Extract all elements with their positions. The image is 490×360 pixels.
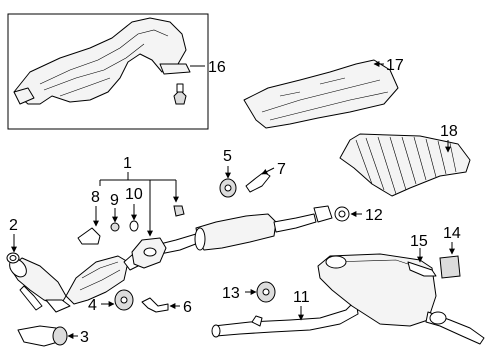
bracket-8-part [77, 227, 101, 245]
bracket-3-part [17, 325, 68, 347]
clip-fastener-part [173, 83, 187, 105]
tailpipe-muffler-part [211, 253, 485, 345]
front-heat-shield-part [13, 17, 191, 105]
callout-18: 18 [440, 123, 458, 140]
hanger-14-part [439, 255, 461, 279]
callout-11: 11 [293, 289, 310, 306]
gasket-2-part [6, 252, 20, 264]
callout-14: 14 [443, 225, 461, 242]
nut-9-part [110, 222, 120, 232]
center-heat-shield-part [243, 59, 399, 129]
callout-9: 9 [110, 192, 119, 209]
callout-2: 2 [9, 217, 18, 234]
gasket-12-part [334, 206, 350, 222]
callout-3: 3 [80, 329, 89, 346]
callout-15: 15 [410, 233, 428, 250]
callout-4: 4 [88, 297, 97, 314]
heat-shield-inset-box [7, 13, 209, 130]
hanger-13-part [256, 281, 276, 303]
hanger-4-part [114, 289, 134, 311]
hanger-5-part [219, 178, 237, 198]
leader-lines [11, 61, 455, 339]
callout-1: 1 [123, 155, 132, 172]
callout-13: 13 [222, 285, 240, 302]
callout-10: 10 [125, 186, 143, 203]
bracket-6-part [141, 297, 169, 313]
bolt-1-part [173, 205, 185, 217]
gasket-10-part [129, 220, 139, 232]
callout-7: 7 [277, 161, 286, 178]
hook-7-part [245, 171, 271, 193]
front-pipe-catalyst-part [9, 255, 129, 313]
callout-16: 16 [208, 59, 226, 76]
callout-6: 6 [183, 299, 192, 316]
rear-heat-shield-part [339, 133, 471, 197]
bracket-15-part [407, 261, 437, 277]
callout-5: 5 [223, 148, 232, 165]
callout-labels: 1 2 3 4 5 6 7 8 9 10 11 12 13 14 15 16 1… [9, 57, 461, 346]
center-pipe-resonator-part [123, 205, 333, 271]
callout-12: 12 [365, 207, 383, 224]
callout-8: 8 [91, 189, 100, 206]
callout-17: 17 [386, 57, 404, 74]
